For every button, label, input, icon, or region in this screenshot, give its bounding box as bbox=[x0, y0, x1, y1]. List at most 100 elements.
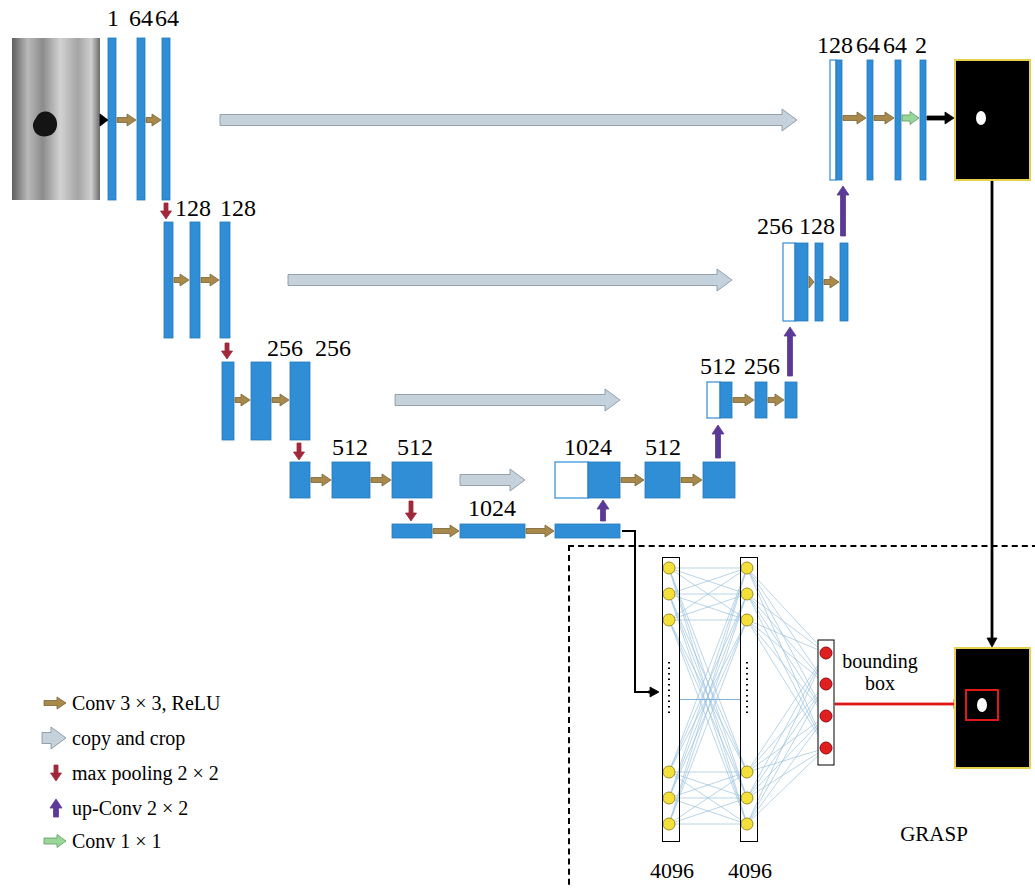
fc-weight bbox=[669, 798, 747, 824]
channel-count: 64 bbox=[856, 32, 880, 58]
feature-map bbox=[555, 524, 620, 538]
feature-map bbox=[290, 462, 310, 498]
concat-part bbox=[555, 462, 588, 498]
channel-count: 64 bbox=[155, 5, 179, 31]
up-arrow bbox=[712, 425, 724, 458]
copy-arrow bbox=[460, 469, 525, 491]
bbox-arrow bbox=[835, 699, 964, 709]
channel-count: 1024 bbox=[564, 434, 612, 460]
neuron bbox=[741, 562, 753, 574]
copy-arrow bbox=[395, 389, 620, 411]
neuron bbox=[663, 792, 675, 804]
legend-sample bbox=[51, 765, 62, 781]
channel-count: 128 bbox=[175, 195, 211, 221]
fc-weight bbox=[669, 620, 747, 824]
channel-count: 1024 bbox=[468, 495, 516, 521]
feature-map bbox=[251, 362, 271, 440]
neuron bbox=[663, 818, 675, 830]
legend-entry: up-Conv 2 × 2 bbox=[72, 797, 188, 819]
conv-arrow bbox=[235, 394, 250, 406]
feature-map bbox=[222, 362, 234, 440]
feature-map bbox=[815, 243, 823, 321]
feature-map bbox=[645, 462, 680, 498]
conv-arrow bbox=[768, 394, 784, 406]
fc-weight bbox=[747, 653, 826, 824]
fc-layer: 4096 bbox=[662, 557, 680, 842]
conv-arrow bbox=[201, 274, 219, 286]
up-arrow bbox=[597, 500, 609, 521]
layer-connection bbox=[680, 699, 740, 700]
fc-weight bbox=[669, 594, 747, 824]
fc-weight bbox=[669, 824, 747, 825]
conv-arrow bbox=[433, 525, 459, 537]
fc-weight bbox=[747, 684, 826, 824]
feature-map bbox=[840, 243, 848, 321]
mask-link bbox=[987, 181, 997, 647]
bounding-box bbox=[966, 690, 998, 720]
feature-maps bbox=[108, 38, 926, 538]
feature-link bbox=[622, 531, 650, 692]
legend-sample bbox=[42, 727, 66, 749]
feature-map bbox=[755, 382, 767, 418]
channel-count: 256 bbox=[267, 335, 303, 361]
pool-arrow bbox=[294, 443, 305, 460]
concat-part bbox=[783, 243, 795, 321]
output-neuron bbox=[820, 647, 832, 659]
conv-arrow bbox=[621, 474, 644, 486]
output-neuron bbox=[820, 678, 832, 690]
feature-map bbox=[137, 38, 145, 200]
feature-map bbox=[392, 524, 432, 538]
fc-weight bbox=[669, 568, 747, 824]
concat-part bbox=[830, 60, 836, 180]
input-image bbox=[12, 38, 100, 200]
arrow-label: bounding box bbox=[832, 650, 928, 694]
fc-weight bbox=[747, 568, 826, 653]
fc-weight bbox=[669, 568, 747, 594]
mask-spot bbox=[976, 111, 986, 125]
legend-entry: Conv 1 × 1 bbox=[72, 830, 162, 852]
fc-weight bbox=[747, 594, 826, 653]
fc-weight bbox=[669, 568, 747, 798]
channel-count: 128 bbox=[799, 213, 835, 239]
fc-layer: 4096 bbox=[740, 557, 758, 842]
channel-count: 128 bbox=[220, 195, 256, 221]
feature-map bbox=[190, 222, 200, 338]
fc-weight bbox=[747, 568, 826, 684]
channel-count: 256 bbox=[315, 335, 351, 361]
neuron bbox=[663, 766, 675, 778]
output-neuron bbox=[820, 710, 832, 722]
channel-count: 512 bbox=[397, 434, 433, 460]
layer-size: 4096 bbox=[728, 859, 772, 883]
mask-spot bbox=[977, 698, 987, 712]
feature-map bbox=[290, 362, 310, 440]
legend-sample bbox=[50, 799, 62, 817]
feature-map bbox=[720, 382, 732, 418]
neuron bbox=[741, 614, 753, 626]
pool-arrow bbox=[161, 203, 172, 219]
copy-arrow bbox=[220, 109, 797, 131]
neuron bbox=[663, 588, 675, 600]
channel-count: 64 bbox=[129, 5, 153, 31]
fc-weight bbox=[747, 748, 826, 824]
fc-weight bbox=[669, 568, 747, 594]
feature-map bbox=[836, 60, 842, 180]
output-layer bbox=[818, 640, 834, 765]
feature-map bbox=[460, 524, 525, 538]
channel-count: 512 bbox=[645, 434, 681, 460]
fc-weight bbox=[747, 568, 826, 748]
neuron bbox=[741, 766, 753, 778]
pool-arrow bbox=[222, 343, 233, 359]
conv-arrow bbox=[526, 525, 554, 537]
feature-map bbox=[220, 222, 230, 338]
fc-weight bbox=[669, 568, 747, 569]
fc-weight bbox=[669, 568, 747, 824]
feature-map bbox=[332, 462, 370, 498]
conv-arrow bbox=[843, 112, 866, 124]
feature-map bbox=[895, 60, 901, 180]
black-arrow bbox=[100, 114, 108, 126]
black-arrow bbox=[927, 112, 954, 124]
channel-count: 512 bbox=[700, 353, 736, 379]
feature-map bbox=[164, 222, 173, 338]
